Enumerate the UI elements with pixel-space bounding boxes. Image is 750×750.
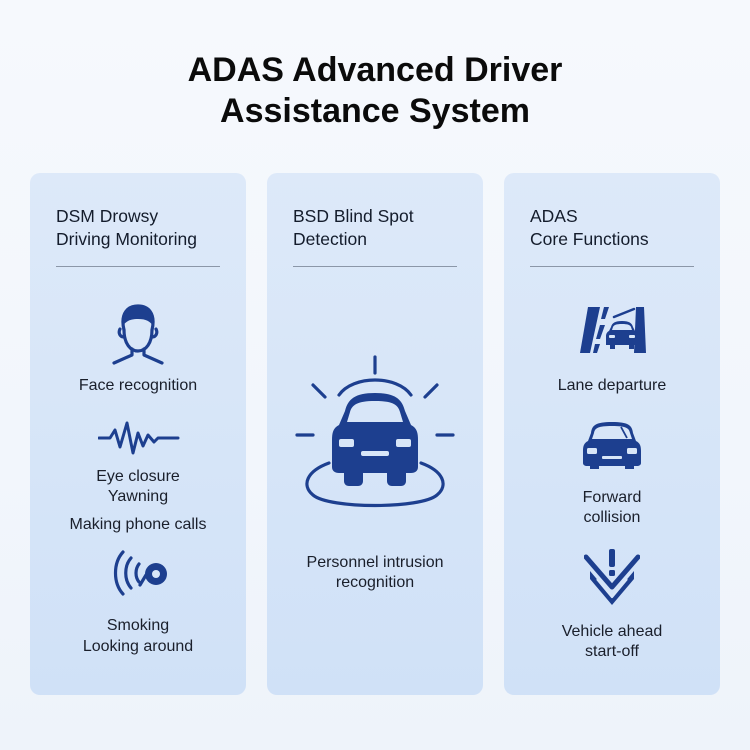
bsd-item-intrusion-line-1: Personnel intrusion [306, 554, 444, 571]
adas-item-start-off-line-2: start-off [585, 642, 639, 660]
panel-bsd-divider [293, 266, 457, 267]
car-front-icon [581, 419, 643, 471]
dsm-item-face-label: Face recognition [78, 377, 198, 394]
face-icon [108, 303, 168, 365]
dsm-item-eye-closure: Eye closure [96, 468, 180, 485]
panel-bsd: BSD Blind Spot Detection Personnel intru… [267, 173, 483, 695]
panel-bsd-title-line-1: BSD Blind Spot [293, 206, 414, 226]
panel-dsm-title: DSM Drowsy Driving Monitoring [56, 205, 236, 251]
dsm-item-looking-around: Looking around [82, 637, 194, 655]
adas-item-lane: Lane departure [504, 376, 720, 396]
adas-item-forward-line-2: collision [583, 508, 641, 526]
panel-adas-title-line-1: ADAS [530, 206, 578, 226]
page-title-line-1: ADAS Advanced Driver [187, 51, 563, 89]
bsd-item-intrusion: Personnel intrusion recognition [267, 553, 483, 592]
panel-adas-divider [530, 266, 694, 267]
panel-dsm-title-line-1: DSM Drowsy [56, 206, 159, 226]
adas-item-forward: Forward collision [504, 488, 720, 527]
car-radar-icon [293, 353, 457, 513]
panel-adas-core: ADAS Core Functions Lane departure [504, 173, 720, 695]
panel-adas-title-line-2: Core Functions [530, 229, 649, 249]
adas-item-start-off: Vehicle ahead start-off [504, 622, 720, 661]
page-title: ADAS Advanced Driver Assistance System [0, 50, 750, 132]
sound-waves-icon [110, 545, 172, 601]
dsm-item-behaviors: Eye closure Yawning Making phone calls [30, 467, 246, 535]
lane-departure-icon [578, 305, 648, 355]
dsm-item-phone-calls: Making phone calls [69, 516, 207, 533]
dsm-item-face: Face recognition [30, 376, 246, 396]
panel-dsm: DSM Drowsy Driving Monitoring Face recog… [30, 173, 246, 695]
adas-item-forward-line-1: Forward [582, 489, 642, 506]
warning-arrow-icon [584, 547, 640, 609]
bsd-item-intrusion-line-2: recognition [335, 573, 415, 591]
dsm-item-yawning: Yawning [107, 487, 169, 505]
dsm-item-smoking: Smoking [106, 617, 170, 634]
panel-bsd-title: BSD Blind Spot Detection [293, 205, 473, 251]
adas-item-lane-label: Lane departure [557, 377, 667, 394]
panel-bsd-title-line-2: Detection [293, 229, 367, 249]
adas-item-start-off-line-1: Vehicle ahead [561, 623, 663, 640]
panel-dsm-title-line-2: Driving Monitoring [56, 229, 198, 249]
panel-dsm-divider [56, 266, 220, 267]
dsm-item-smoking-looking: Smoking Looking around [30, 616, 246, 656]
page-title-line-2: Assistance System [220, 92, 530, 130]
waveform-icon [98, 421, 180, 455]
panel-adas-title: ADAS Core Functions [530, 205, 710, 251]
